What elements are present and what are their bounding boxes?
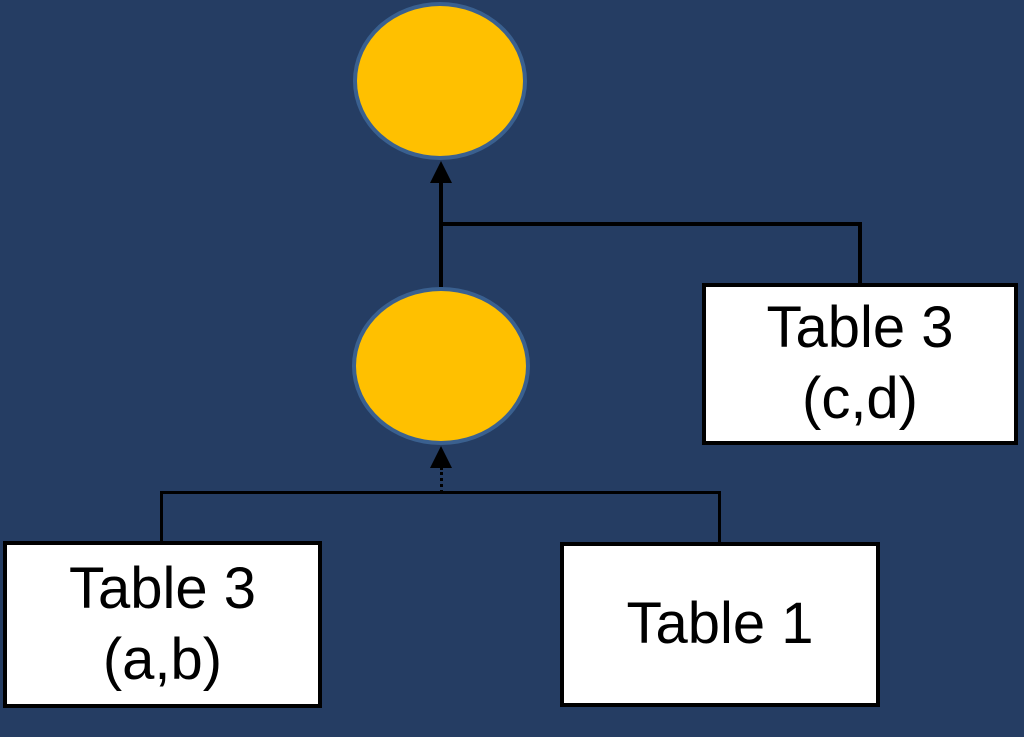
table1-box: Table 1 xyxy=(560,542,880,707)
table3-cd-box: Table 3 (c,d) xyxy=(702,283,1018,445)
root-node-circle xyxy=(353,2,527,160)
table3-cd-label-line2: (c,d) xyxy=(802,366,918,431)
join-node-circle xyxy=(352,287,530,445)
table3-cd-label-line1: Table 3 xyxy=(766,295,954,361)
connector-stub-dotted xyxy=(440,467,443,493)
arrowhead-to-join-icon xyxy=(430,446,452,468)
connector-branch-horizontal-bottom xyxy=(160,491,721,494)
table3-ab-label-line1: Table 3 xyxy=(68,555,257,621)
arrowhead-to-root-icon xyxy=(430,161,452,183)
table3-ab-label-line2: (a,b) xyxy=(102,626,223,692)
table3-ab-box: Table 3 (a,b) xyxy=(3,541,322,708)
table1-label-line1: Table 1 xyxy=(626,591,814,657)
connector-drop-to-table1 xyxy=(718,491,721,544)
connector-drop-to-table3ab xyxy=(160,491,163,543)
connector-branch-horizontal-top xyxy=(439,222,862,226)
connector-join-to-root-vertical xyxy=(439,182,443,287)
connector-drop-to-table3cd xyxy=(858,222,862,283)
